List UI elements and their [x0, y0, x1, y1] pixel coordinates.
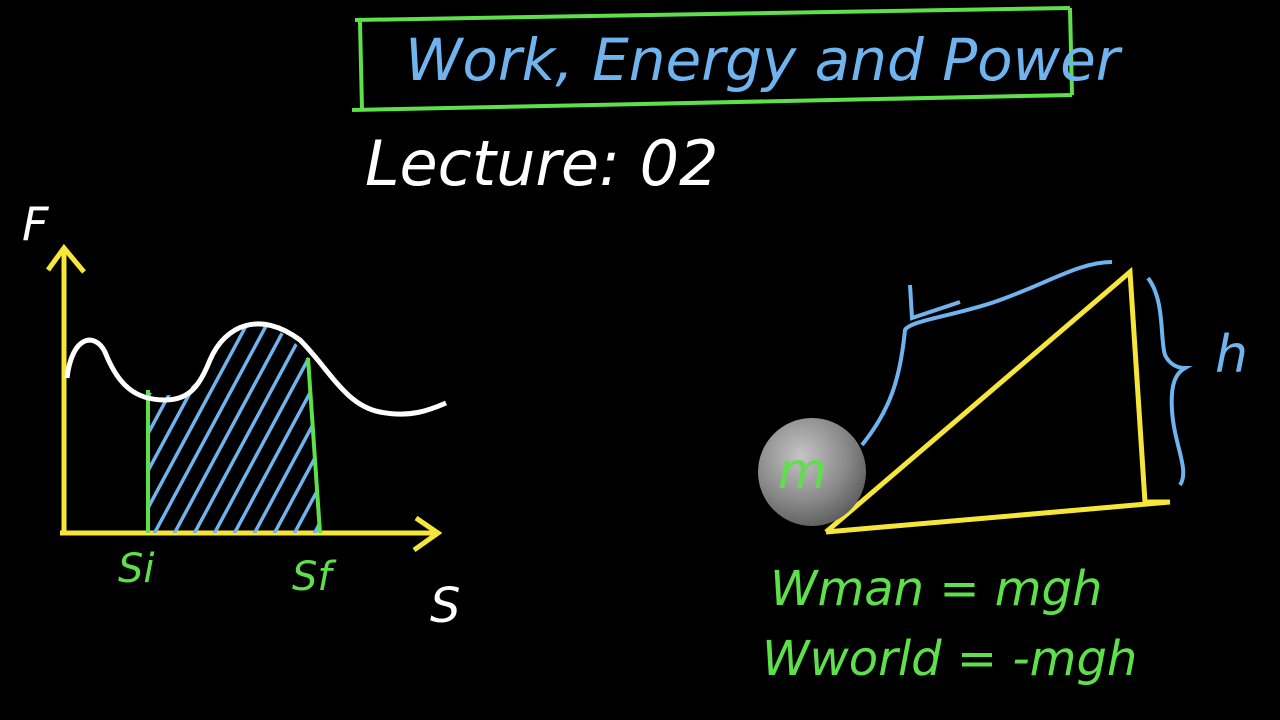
mass-label: m [778, 442, 827, 500]
length-label-mark [908, 284, 961, 321]
incline-diagram: L h m [758, 260, 1248, 535]
incline-base [825, 499, 1171, 535]
title-frame [351, 6, 1074, 112]
title-text: Work, Energy and Power [405, 26, 1123, 94]
si-label: Si [118, 546, 155, 592]
force-displacement-graph: F S Si Sf [22, 197, 460, 634]
title-frame-top [354, 6, 1071, 22]
y-axis-arrow [45, 243, 86, 274]
incline-hypotenuse [824, 266, 1170, 534]
title-frame-bottom [351, 93, 1073, 112]
y-axis-label: F [22, 197, 49, 251]
sf-boundary-line [306, 357, 322, 534]
x-axis-arrow [412, 515, 443, 553]
lecture-label: Lecture: 02 [365, 127, 719, 200]
length-brace [860, 260, 1113, 447]
work-area-hatching [148, 325, 320, 533]
force-curve [64, 321, 448, 417]
title-frame-right [1068, 7, 1074, 96]
equation-work-man: Wman = mgh [770, 561, 1102, 617]
height-label: h [1215, 325, 1248, 385]
equation-work-world: Wworld = -mgh [762, 631, 1137, 687]
sf-label: Sf [292, 554, 337, 600]
x-axis-label: S [430, 578, 460, 634]
mass-ball [758, 418, 866, 526]
title-frame-left [358, 21, 364, 111]
height-brace [1146, 276, 1193, 487]
